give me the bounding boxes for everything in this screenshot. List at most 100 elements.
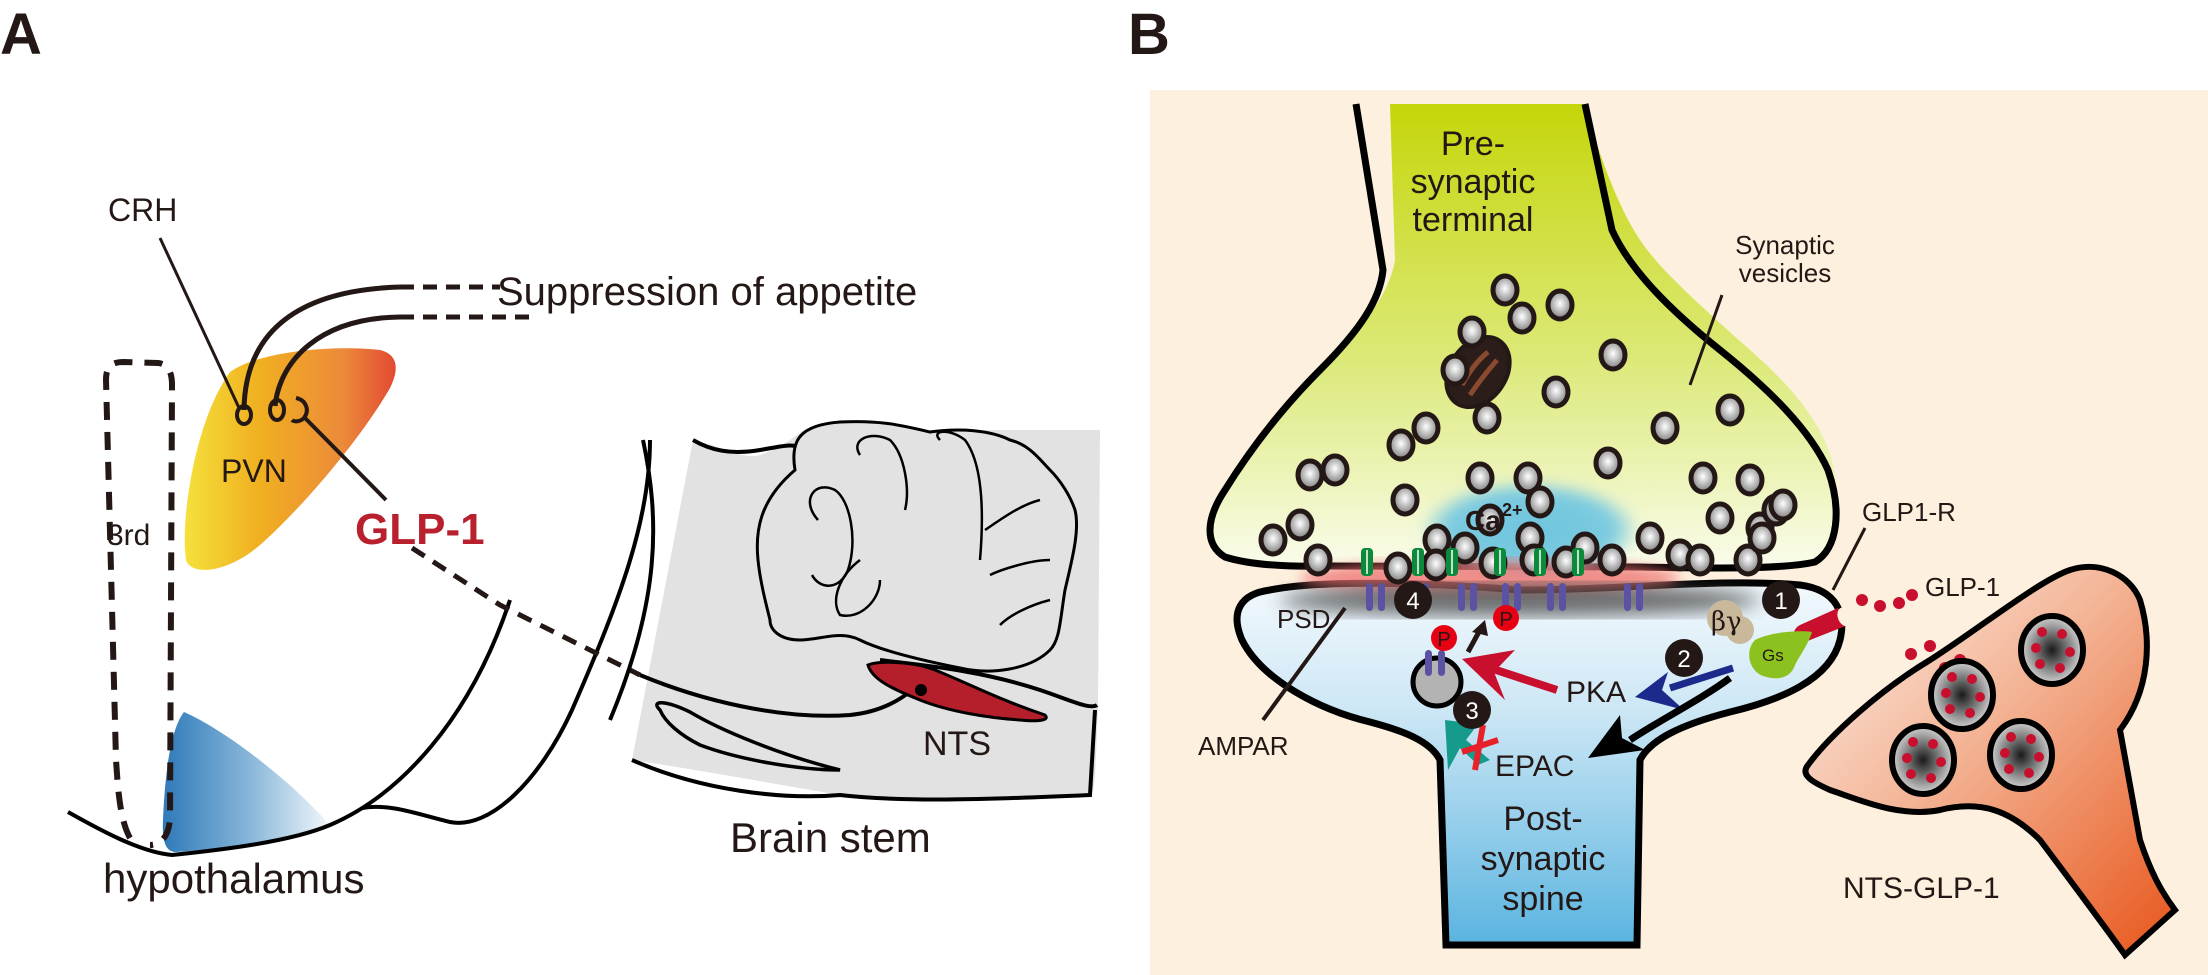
glp1-peptide [1874,600,1886,612]
brainstem-dorsal-line [639,673,914,718]
svg-text:Ca: Ca [1465,505,1501,536]
label-gs: Gs [1762,646,1784,665]
presynaptic-outline [1206,103,1840,572]
synaptic-vesicle [1421,548,1451,582]
presynaptic-label: Pre- synaptic terminal [1411,125,1536,239]
label-suppression-of-appetite: Suppression of appetite [497,270,917,314]
synaptic-vesicle [1541,375,1571,409]
synaptic-vesicle [1685,543,1715,577]
step-marker-1: 1 [1762,581,1800,619]
synaptic-vesicle [1593,446,1623,480]
ampar-endosome-subunit [1438,650,1445,676]
brainstem-left-edge [608,439,656,721]
pvn-neuron-soma [268,398,286,422]
glp1-granule [1947,672,1957,682]
label-beta-gamma: βγ [1711,607,1742,637]
ampar-subunit [1378,583,1385,611]
synaptic-vesicles-label: Synaptic vesicles [1735,230,1835,288]
cerebellum-folia-1 [808,486,854,587]
ampar-endosome [1410,655,1464,709]
synaptic-vesicle [1285,508,1315,542]
glp1-peptide [1924,640,1936,652]
svg-text:Synaptic: Synaptic [1735,230,1835,260]
glp1-granule [2057,629,2067,639]
synaptic-vesicle [1390,483,1420,517]
glp1-granule [2035,659,2045,669]
svg-text:1: 1 [1774,588,1787,615]
label-glp1-panel-b: GLP-1 [1925,572,2000,602]
hypothalamus-outline [67,599,512,858]
trafficking-arrow [1465,628,1483,654]
cerebellum [755,420,1079,673]
panel-label-b: B [1128,2,1170,67]
label-nts-glp1: NTS-GLP-1 [1843,872,2000,905]
ampar-pointer-line [1261,606,1347,722]
pka-arrow-head [1635,672,1684,710]
synaptic-vesicle [1705,501,1735,535]
brainstem-ventral-line [631,709,1097,802]
epac-arrow-head [1588,715,1645,758]
step-marker-2: 2 [1665,639,1703,677]
synaptic-vesicles-group [1258,273,1798,585]
synaptic-vesicle [1688,461,1718,495]
gs-protein [1749,631,1812,679]
synaptic-vesicle [1465,461,1495,495]
label-psd: PSD [1277,604,1330,634]
synaptic-vesicle [1383,551,1413,585]
label-third-ventricle: 3rd [107,519,150,552]
label-pvn: PVN [221,453,287,489]
synaptic-vesicle [1513,461,1543,495]
glp1-granule [1941,688,1951,698]
glp1-granule [2024,768,2034,778]
svg-text:4: 4 [1406,588,1419,615]
glp1-granule [2004,764,2014,774]
ampar-subunit [1547,583,1554,611]
synaptic-vesicle [1411,411,1441,445]
label-nts: NTS [923,725,991,763]
svg-text:2+: 2+ [1502,500,1523,520]
ampar-subunit [1470,583,1477,611]
synaptic-vesicle [1440,353,1470,387]
crh-pointer-line [158,237,242,411]
synaptic-vesicle [1472,401,1502,435]
svg-text:spine: spine [1502,880,1583,918]
synaptic-vesicle [1295,458,1325,492]
glp1-granule [1965,708,1975,718]
svg-text:synaptic: synaptic [1481,840,1606,878]
cerebellum-folia-3 [936,430,984,561]
glp1-granule [1906,769,1916,779]
glp1-granule [1928,739,1938,749]
pka-arrow [1668,664,1735,692]
phospho-label: P [1437,629,1450,651]
synaptic-vesicle [1597,543,1627,577]
glp1-peptides-group [1856,589,1966,674]
glp1-granule [2026,734,2036,744]
synaptic-vesicle [1303,543,1333,577]
crh-neuron-soma [235,404,253,426]
glp1r-pointer-line [1831,527,1867,591]
glp1-peptide [1905,648,1917,660]
ampar-subunit [1502,583,1509,611]
postsynaptic-label: Post- synaptic spine [1481,800,1606,918]
label-brain-stem: Brain stem [730,814,931,861]
synaptic-vesicle [1733,543,1763,577]
epac-arrow [1628,675,1733,743]
label-epac: EPAC [1495,750,1574,783]
glp1-granule [2055,663,2065,673]
ampar-subunit [1624,583,1631,611]
inhibit-cross-icon [1461,724,1499,771]
panel-a: A [0,2,1100,902]
glp1-granule [1902,753,1912,763]
svg-text:3: 3 [1465,698,1478,725]
synaptic-vesicle [1386,428,1416,462]
glp1-projection-dashed [410,545,642,678]
glp1-axon-solid [303,416,388,502]
calcium-channels-group [1361,548,1584,576]
glp1-granule [1975,692,1985,702]
label-glp1r: GLP1-R [1862,497,1956,527]
glp1-granule [2034,752,2044,762]
synaptic-vesicle [1768,488,1798,522]
glp1-peptide [1906,589,1918,601]
synaptic-vesicle [1545,288,1575,322]
